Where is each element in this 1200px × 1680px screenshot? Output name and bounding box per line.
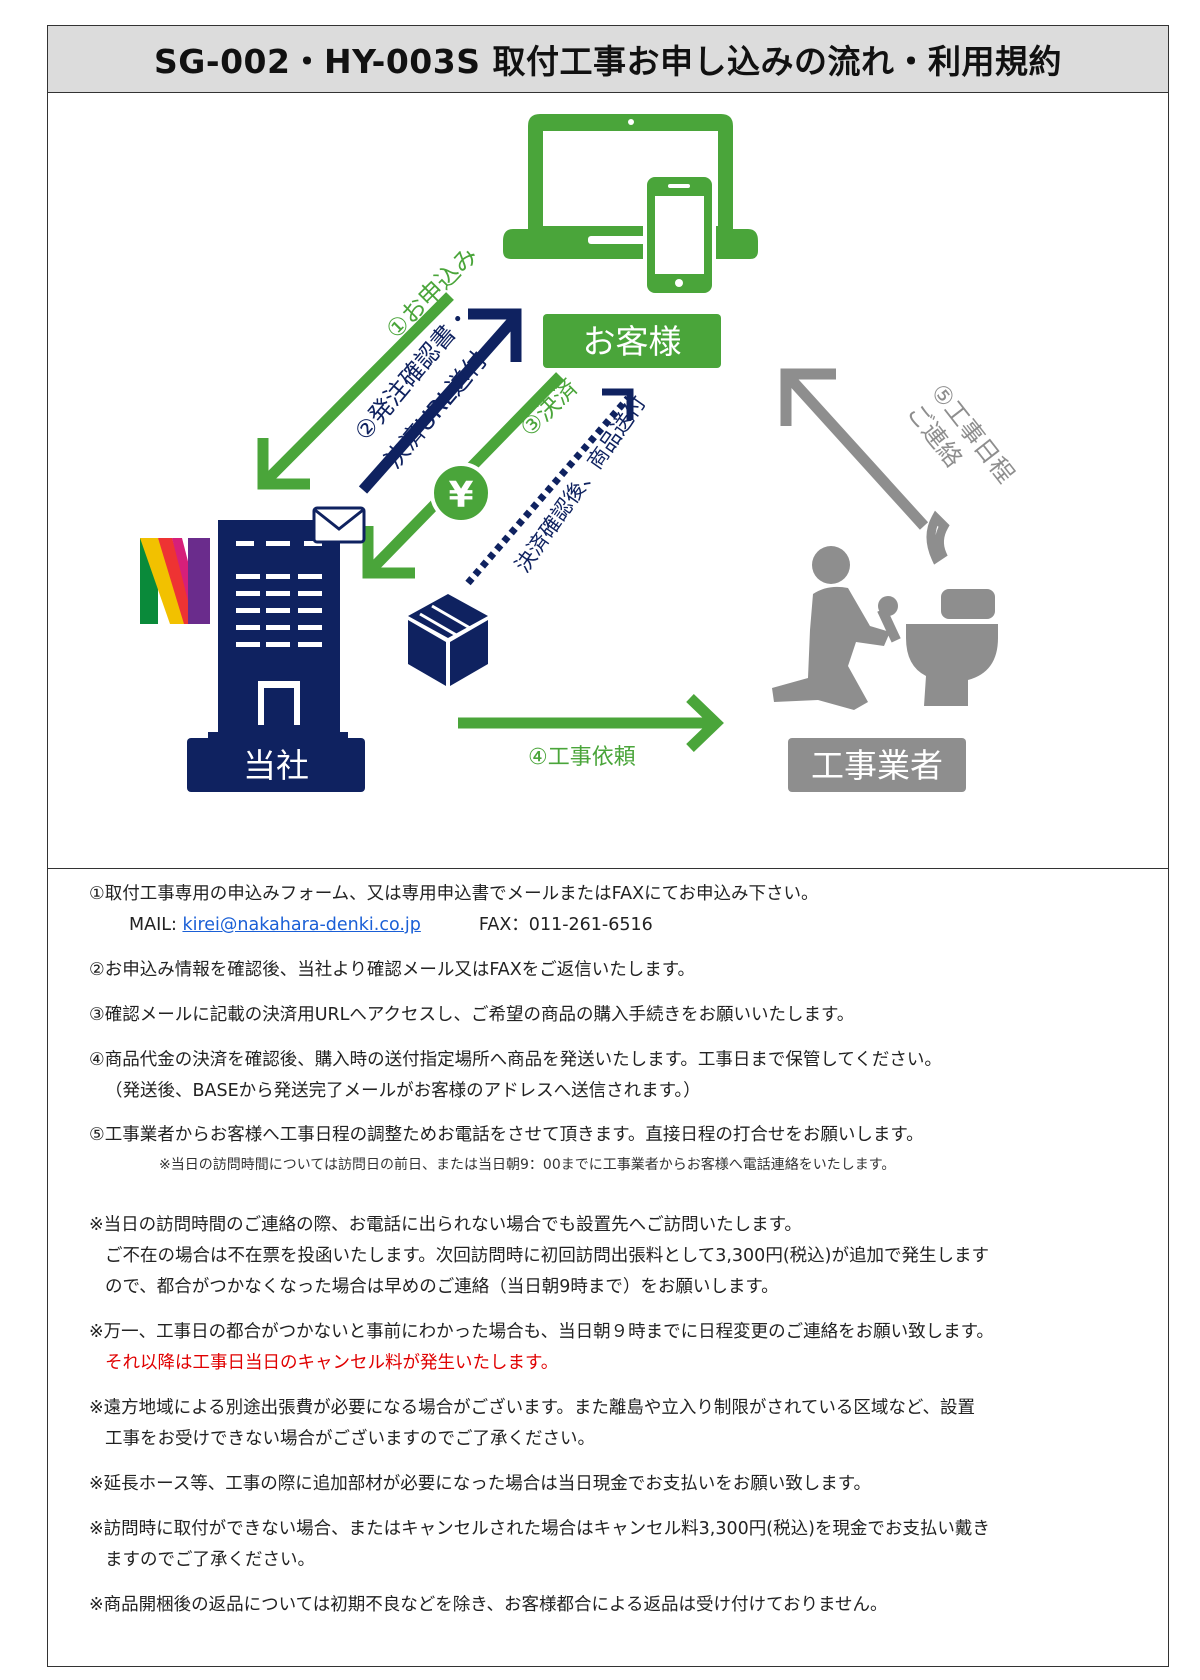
note-3: ③確認メールに記載の決済用URLへアクセスし、ご希望の商品の購入手続きをお願いい… (89, 1005, 855, 1025)
fax-number: FAX：011-261-6516 (478, 915, 653, 935)
section-divider (48, 868, 1168, 869)
flow-diagram: お客様 (140, 114, 1020, 792)
customer-node: お客様 (543, 314, 721, 368)
arrow-step5 (780, 368, 929, 530)
company-logo (140, 538, 210, 624)
toilet-icon (906, 589, 998, 706)
caution-4: ※延長ホース等、工事の際に追加部材が必要になった場合は当日現金でお支払いをお願い… (89, 1474, 872, 1494)
caution-5-line1: ※訪問時に取付ができない場合、またはキャンセルされた場合はキャンセル料3,300… (89, 1519, 990, 1539)
caution-6: ※商品開梱後の返品については初期不良などを除き、お客様都合による返品は受け付けて… (89, 1595, 888, 1615)
contractor-label: 工事業者 (811, 746, 943, 785)
caution-3-line2: 工事をお受けできない場合がございますのでご了承ください。 (105, 1429, 595, 1449)
customer-label: お客様 (583, 322, 682, 361)
note-4-sub: （発送後、BASEから発送完了メールがお客様のアドレスへ送信されます。） (105, 1081, 701, 1101)
mail-label: MAIL: (129, 915, 183, 935)
envelope-icon (312, 506, 366, 544)
contact-line: MAIL: kirei@nakahara-denki.co.jp FAX：011-… (129, 915, 653, 935)
note-4: ④商品代金の決済を確認後、購入時の送付指定場所へ商品を発送いたします。工事日まで… (89, 1050, 942, 1070)
laptop-icon (503, 114, 758, 259)
arrow-step4 (458, 694, 724, 752)
caution-1-line3: ので、都合がつかなくなった場合は早めのご連絡（当日朝9時まで）をお願いします。 (105, 1277, 779, 1297)
building-icon (208, 520, 348, 742)
telephone-icon (926, 510, 950, 565)
note-1: ①取付工事専用の申込みフォーム、又は専用申込書でメールまたはFAXにてお申込み下… (89, 884, 819, 904)
page-title: SG-002・HY-003S 取付工事お申し込みの流れ・利用規約 (154, 42, 1062, 81)
caution-1-line2: ご不在の場合は不在票を投函いたします。次回訪問時に初回訪問出張料として3,300… (105, 1246, 989, 1266)
arrow-step1 (257, 292, 454, 490)
yen-coin-icon: ¥ (430, 462, 492, 524)
company-label: 当社 (243, 746, 309, 785)
title-bar: SG-002・HY-003S 取付工事お申し込みの流れ・利用規約 (48, 26, 1168, 93)
step4-label: ④工事依頼 (528, 745, 636, 770)
svg-text:¥: ¥ (448, 475, 473, 516)
contractor-node: 工事業者 (788, 738, 966, 792)
caution-1-line1: ※当日の訪問時間のご連絡の際、お電話に出られない場合でも設置先へご訪問いたします… (89, 1215, 802, 1235)
note-5: ⑤工事業者からお客様へ工事日程の調整ためお電話をさせて頂きます。直接日程の打合せ… (89, 1125, 924, 1145)
caution-5-line2: ますのでご了承ください。 (105, 1550, 315, 1570)
caution-3-line1: ※遠方地域による別途出張費が必要になる場合がございます。また離島や立入り制限がさ… (89, 1398, 975, 1418)
mail-link[interactable]: kirei@nakahara-denki.co.jp (182, 915, 421, 935)
note-5-small: ※当日の訪問時間については訪問日の前日、または当日朝9：00までに工事業者からお… (159, 1157, 896, 1173)
plumber-icon (772, 546, 901, 710)
package-icon (408, 594, 488, 686)
document-frame: SG-002・HY-003S 取付工事お申し込みの流れ・利用規約 お客様 (47, 25, 1169, 1667)
arrow-step2 (358, 308, 522, 494)
note-2: ②お申込み情報を確認後、当社より確認メール又はFAXをご返信いたします。 (89, 960, 696, 980)
caution-2-line2: それ以降は工事日当日のキャンセル料が発生いたします。 (105, 1353, 559, 1373)
arrow-goods (465, 388, 634, 586)
company-node: 当社 (187, 738, 365, 792)
smartphone-icon (643, 173, 716, 297)
caution-2-line1: ※万一、工事日の都合がつかないと事前にわかった場合も、当日朝９時までに日程変更の… (89, 1322, 994, 1342)
